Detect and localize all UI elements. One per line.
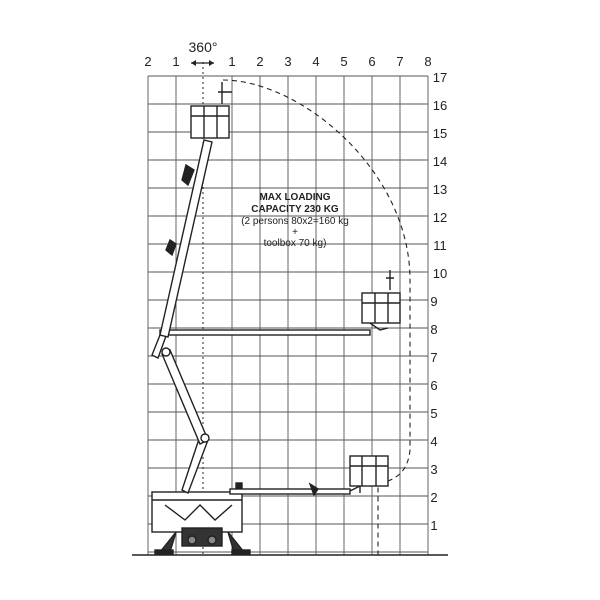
lower-boom-joint [308,482,319,497]
upper-platform-basket [190,105,230,139]
left-outrigger [158,531,177,553]
height-label: 3 [430,462,437,477]
lower-platform-basket [349,455,389,487]
top-scale-labels: 2 1 1 2 3 4 5 6 7 8 [144,54,431,69]
height-label: 2 [430,490,437,505]
height-label: 1 [430,518,437,533]
height-label: 11 [433,238,447,253]
lower-boom-position [229,455,389,497]
load-line-3: (2 persons 80x2=160 kg [241,216,349,227]
top-scale-label: 7 [396,54,403,69]
top-scale-label: 4 [312,54,319,69]
height-label: 12 [433,210,447,225]
top-scale-label: 1 [228,54,235,69]
left-outrigger-pad [154,549,174,555]
lower-jib [349,484,361,493]
height-label: 5 [430,406,437,421]
height-label: 16 [433,98,447,113]
load-capacity-note: MAX LOADING CAPACITY 230 KG (2 persons 8… [241,192,349,249]
rotation-label: 360° [189,39,218,55]
height-label: 10 [433,266,447,281]
upper-boom-cylinder [181,163,195,187]
upper-telescopic-boom [159,139,213,338]
load-line-5: toolbox 70 kg) [264,238,327,249]
lower-telescopic-boom [229,488,351,495]
top-scale-label: 2 [144,54,151,69]
mid-telescopic-boom [159,329,371,336]
right-outrigger [227,531,246,553]
arm-knuckle [161,347,171,357]
mid-platform-basket [361,292,401,324]
top-scale-label: 5 [340,54,347,69]
mid-boom-position [151,270,401,359]
mid-platform-control [386,270,394,290]
top-scale-label: 6 [368,54,375,69]
load-line-4: + [292,227,298,238]
height-label: 7 [430,350,437,365]
chassis-body [151,491,243,533]
upper-boom-cylinder [165,238,177,257]
upper-boom-position [159,82,232,338]
rotation-indicator: 360° [189,39,218,66]
mid-jib [369,322,389,331]
track-wheel [207,535,217,545]
right-outrigger-pad [231,549,251,555]
height-label: 17 [433,70,447,85]
measurement-grid [147,75,429,555]
chassis-cross-brace [164,504,233,521]
load-line-2: CAPACITY 230 KG [251,204,339,215]
height-label: 6 [430,378,437,393]
upper-platform-control [218,82,232,104]
height-label: 9 [430,294,437,309]
arm-middle-segment [161,349,209,445]
top-scale-label: 3 [284,54,291,69]
top-scale-label: 2 [256,54,263,69]
working-envelope [222,79,411,555]
arm-lower-segment [181,435,209,494]
machine-chassis [151,482,251,555]
height-label: 15 [433,126,447,141]
top-scale-label: 8 [424,54,431,69]
height-label: 14 [433,154,447,169]
arm-knuckle [200,433,210,443]
height-label: 13 [433,182,447,197]
height-label: 8 [430,322,437,337]
rotation-arrow-left-head [191,60,196,66]
track-unit [181,527,223,547]
load-line-1: MAX LOADING [259,192,330,203]
rotation-arrow-right-head [209,60,214,66]
track-wheel [187,535,197,545]
articulating-arm [161,347,210,494]
height-scale-labels: 1 2 3 4 5 6 7 8 9 10 11 12 13 14 15 16 1… [430,70,447,533]
height-label: 4 [430,434,437,449]
top-scale-label: 1 [172,54,179,69]
